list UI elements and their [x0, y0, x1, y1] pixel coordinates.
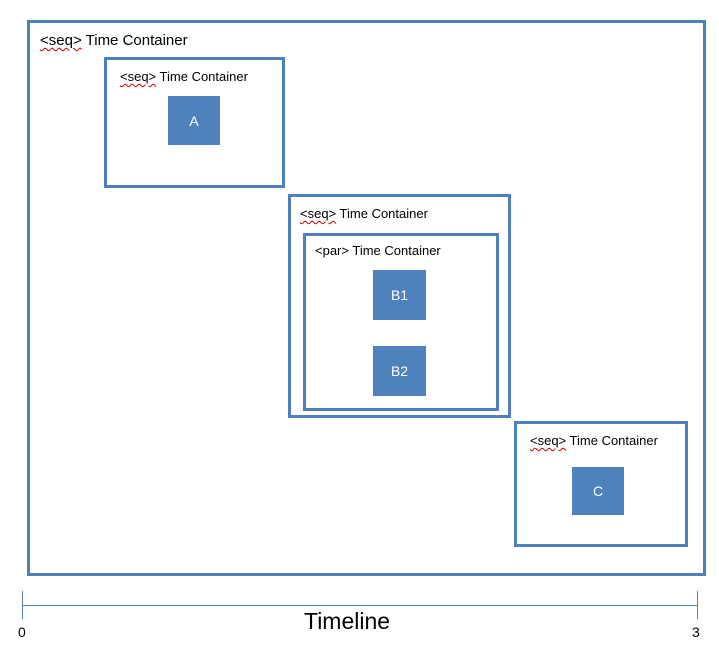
par-container-label: <par> Time Container — [315, 243, 441, 258]
node-c: C — [572, 467, 624, 515]
node-b1: B1 — [373, 270, 426, 320]
seq-container-a-title: Time Container — [159, 69, 248, 84]
seq-container-b: <seq> Time Container <par> Time Containe… — [288, 194, 511, 418]
seq-container-b-title: Time Container — [339, 206, 428, 221]
seq-container-c-tag: <seq> — [530, 433, 567, 448]
par-container-title: Time Container — [352, 243, 441, 258]
timeline-start-tick — [22, 591, 23, 619]
seq-container-a-tag: <seq> — [120, 69, 157, 84]
seq-container-c: <seq> Time Container C — [514, 421, 688, 547]
node-a: A — [168, 96, 220, 145]
timeline-axis — [22, 605, 697, 606]
seq-container-c-label: <seq> Time Container — [530, 433, 658, 448]
timeline-end-label: 3 — [692, 624, 700, 640]
outer-seq-title: Time Container — [85, 32, 188, 49]
timeline-end-tick — [697, 591, 698, 619]
timeline-start-label: 0 — [18, 624, 26, 640]
seq-container-a: <seq> Time Container A — [104, 57, 285, 188]
outer-seq-label: <seq> Time Container — [40, 32, 188, 49]
par-container-tag: <par> — [315, 243, 349, 258]
seq-container-b-tag: <seq> — [300, 206, 337, 221]
seq-container-b-label: <seq> Time Container — [300, 206, 428, 221]
par-container: <par> Time Container B1 B2 — [303, 233, 499, 411]
seq-container-c-title: Time Container — [569, 433, 658, 448]
outer-seq-tag: <seq> — [40, 32, 82, 49]
timeline-label: Timeline — [304, 608, 391, 634]
seq-container-a-label: <seq> Time Container — [120, 69, 248, 84]
node-b2: B2 — [373, 346, 426, 396]
